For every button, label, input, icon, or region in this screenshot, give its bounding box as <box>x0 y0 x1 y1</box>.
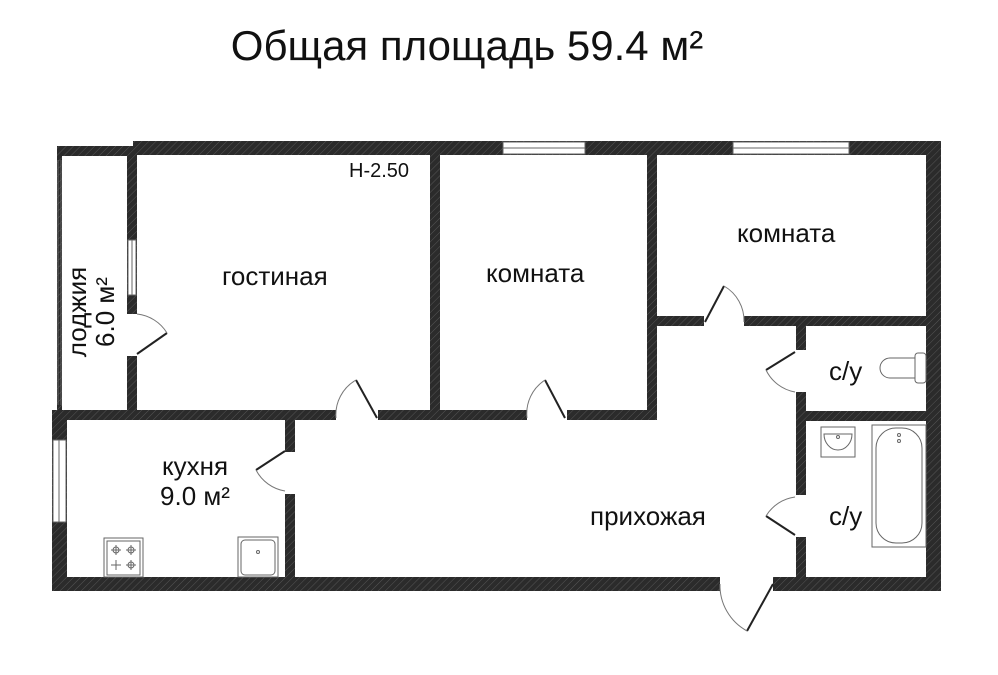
walls <box>52 141 941 591</box>
bathtub-icon <box>871 424 927 548</box>
room-label-toilet: с/у <box>829 356 863 386</box>
door-bathroom <box>765 515 796 536</box>
door-kitchen <box>255 450 286 471</box>
room-label-bathroom: с/у <box>829 501 863 531</box>
toilet-icon <box>879 352 927 384</box>
kitchen-sink-icon <box>237 536 279 578</box>
door-room-2 <box>704 285 725 323</box>
room-label-room-1: комната <box>486 258 585 288</box>
windows <box>52 141 850 523</box>
kitchen-area: 9.0 м² <box>160 481 230 511</box>
stove-icon <box>103 537 144 578</box>
fixtures <box>103 352 927 578</box>
ceiling-height-label: H-2.50 <box>349 160 410 182</box>
door-room-1 <box>544 379 566 419</box>
room-label-living-room: гостиная <box>222 261 328 291</box>
door-entrance <box>746 583 774 632</box>
doors <box>136 285 796 632</box>
door-living-room <box>355 379 378 419</box>
room-label-loggia: лоджия 6.0 м² <box>62 247 123 377</box>
door-toilet <box>765 351 796 371</box>
door-openings <box>126 314 807 592</box>
loggia-name: лоджия <box>62 266 92 358</box>
room-label-hallway: прихожая <box>590 501 706 531</box>
door-loggia <box>136 332 168 355</box>
room-label-kitchen: кухня 9.0 м² <box>130 451 260 511</box>
total-area-title: Общая площадь 59.4 м² <box>230 22 704 69</box>
room-label-room-2: комната <box>737 218 836 248</box>
kitchen-name: кухня <box>161 451 229 481</box>
loggia-area: 6.0 м² <box>90 277 120 347</box>
washbasin-icon <box>820 426 856 458</box>
